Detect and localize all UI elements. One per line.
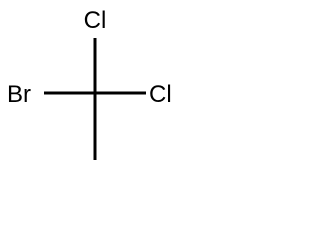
chlorine-top-label: Cl	[84, 7, 107, 34]
chlorine-right-label: Cl	[149, 81, 172, 108]
chemical-structure: Cl Br Cl	[7, 7, 172, 160]
bromine-label: Br	[7, 81, 31, 108]
